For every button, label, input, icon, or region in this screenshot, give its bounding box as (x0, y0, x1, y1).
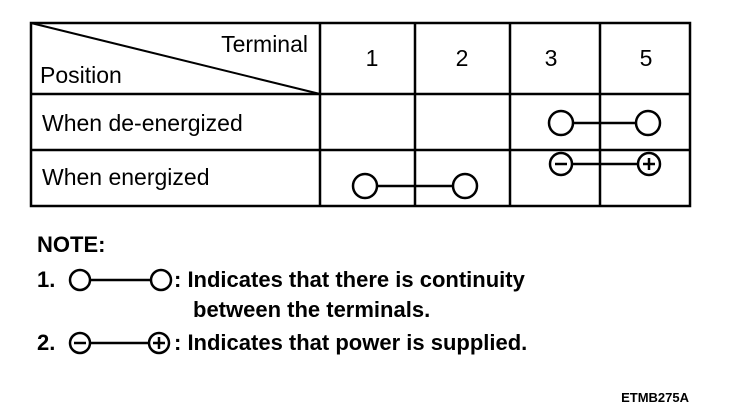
terminal-header-1: 1 (366, 45, 379, 71)
corner-diagonal (30, 22, 321, 95)
note-2-text: : Indicates that power is supplied. (174, 330, 527, 355)
corner-position-label: Position (40, 62, 122, 88)
notes-section: NOTE: 1. : Indicates that there is conti… (37, 232, 527, 355)
corner-terminal-label: Terminal (221, 31, 308, 57)
note-heading: NOTE: (37, 232, 105, 257)
terminal-header-2: 2 (456, 45, 469, 71)
terminal-table: Terminal Position 1 2 3 5 When de-energi… (29, 21, 692, 208)
note-1-text-line-1: : Indicates that there is continuity (174, 267, 526, 292)
row-label-de-energized: When de-energized (42, 110, 243, 136)
note-2-number: 2. (37, 330, 55, 355)
power-legend-icon (68, 331, 171, 355)
table-border (29, 21, 692, 208)
figure-code: ETMB275A (621, 390, 690, 405)
note-1-number: 1. (37, 267, 55, 292)
continuity-symbol-1-2-energized (351, 172, 479, 200)
note-1-text-line-2: between the terminals. (193, 297, 430, 322)
power-symbol-3-5-energized (548, 151, 662, 177)
terminal-header-5: 5 (640, 45, 653, 71)
row-label-energized: When energized (42, 164, 210, 190)
terminal-header-3: 3 (545, 45, 558, 71)
continuity-symbol-3-5-de-energized (547, 109, 662, 137)
continuity-legend-icon (68, 268, 173, 292)
